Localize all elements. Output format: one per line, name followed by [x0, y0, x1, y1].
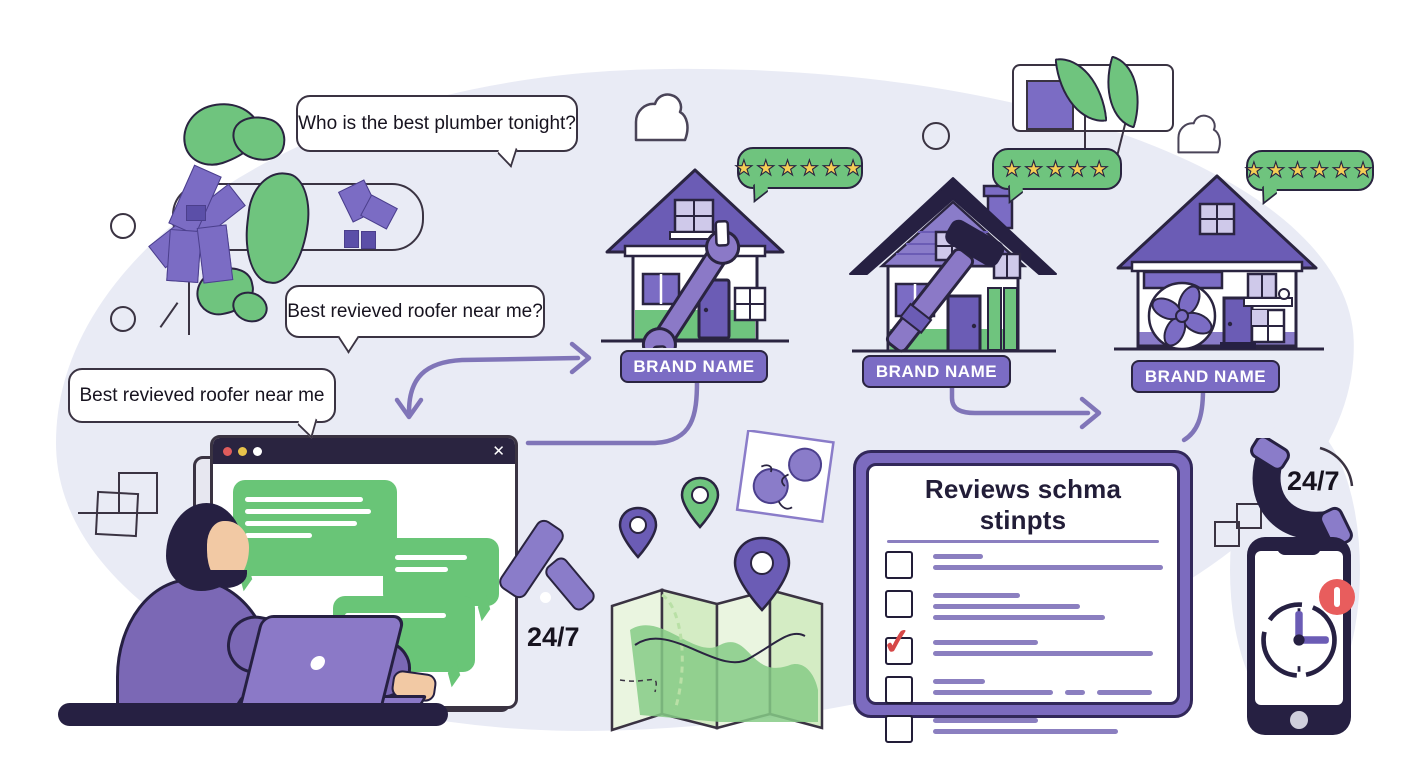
rating-bubble-2: ★★★★★ [992, 148, 1122, 204]
speech-bubble-query1: Who is the best plumber tonight? [296, 95, 578, 168]
circle-decoration [922, 122, 950, 150]
hours-phone-label: 24/7 [1287, 466, 1340, 496]
chat-bubble-tail [447, 660, 461, 688]
text-line [933, 554, 983, 559]
chat-bubble [233, 480, 397, 592]
checkbox[interactable] [885, 715, 913, 743]
text-line [933, 615, 1105, 620]
map-pin-small-purple [618, 506, 658, 559]
window-dot-white[interactable] [253, 446, 262, 456]
small-block [361, 231, 376, 249]
wrench-icon [641, 220, 741, 348]
cloud-icon [1172, 112, 1230, 154]
smartphone-notch [1277, 543, 1321, 555]
cloud-icon [628, 90, 700, 142]
clock-icon [1261, 602, 1337, 678]
text-line [933, 651, 1153, 656]
checkbox-checked[interactable]: ✓ [880, 620, 914, 665]
text-line [933, 593, 1020, 598]
checkmark-icon: ✓ [879, 619, 915, 664]
browser-window: ✕ [210, 435, 518, 709]
fan-icon [1147, 281, 1217, 351]
square-decoration [118, 472, 158, 514]
map-illustration [600, 430, 835, 735]
watch-dot [540, 592, 551, 603]
photo-frame [735, 430, 835, 524]
window-dot-red[interactable] [223, 446, 232, 456]
review-checklist: Reviews schma stinpts ✓ [853, 450, 1193, 743]
circle-decoration [110, 306, 136, 332]
checklist-title: Reviews schma stinpts [924, 474, 1122, 535]
checklist-rule [887, 540, 1159, 543]
brand-name-label-2: BRAND NAME [862, 355, 1011, 388]
chat-bubble-tail [477, 594, 491, 622]
rating-bubble-3: ★★★★★★ [1244, 150, 1376, 205]
star-rating-1: ★★★★★★ [734, 156, 866, 180]
text-line [933, 679, 985, 684]
checklist-row [885, 590, 1161, 626]
checklist-rows: ✓ [880, 551, 1163, 743]
map-pin-green [680, 476, 720, 529]
house-illustration-hvac [1110, 156, 1328, 356]
text-line [933, 729, 1118, 734]
signpost-shape [166, 228, 202, 284]
smartphone [1247, 537, 1355, 735]
close-icon[interactable]: ✕ [492, 442, 505, 460]
square-decoration [1236, 503, 1262, 529]
checkbox[interactable] [885, 590, 913, 618]
person-beard [205, 570, 247, 588]
laptop-screen [238, 615, 406, 709]
checkbox[interactable] [885, 551, 913, 579]
checklist-row: ✓ [880, 620, 1161, 665]
desk [58, 703, 448, 726]
circle-decoration [110, 213, 136, 239]
map-pin-large-purple [733, 536, 791, 612]
text-line [933, 718, 1038, 723]
chat-bubble [383, 538, 499, 622]
query2-text: Best revieved roofer near me? [287, 300, 543, 322]
speech-bubble-query2: Best revieved roofer near me? [285, 285, 545, 354]
rating-bubble-1: ★★★★★★ [734, 147, 866, 203]
checkbox[interactable] [885, 676, 913, 704]
query3-text: Best revieved roofer near me [79, 384, 325, 406]
hammer-icon [885, 219, 1005, 353]
house-illustration-roofer [848, 158, 1060, 358]
phone-handset-icon [1240, 438, 1365, 553]
square-decoration [1214, 521, 1240, 547]
home-button[interactable] [1290, 711, 1308, 729]
query1-text: Who is the best plumber tonight? [298, 112, 576, 134]
text-line [933, 565, 1163, 570]
small-block [344, 230, 359, 248]
text-line [1097, 690, 1152, 695]
star-rating-2: ★★★★★ [1002, 157, 1112, 181]
window-titlebar: ✕ [213, 438, 515, 464]
house-illustration-plumber [595, 148, 795, 348]
small-block [186, 205, 206, 221]
checklist-row [885, 551, 1163, 579]
hours-watch-label: 24/7 [527, 622, 580, 652]
alert-badge-icon [1319, 579, 1355, 615]
text-line [933, 690, 1053, 695]
checklist-row [885, 676, 1161, 704]
brand-name-label-3: BRAND NAME [1131, 360, 1280, 393]
text-line [1065, 690, 1085, 695]
brand-name-label-1: BRAND NAME [620, 350, 768, 383]
text-line [933, 640, 1038, 645]
star-rating-3: ★★★★★★ [1244, 159, 1376, 182]
window-dot-yellow[interactable] [238, 446, 247, 456]
speech-bubble-query3: Best revieved roofer near me [68, 368, 336, 439]
checklist-row [885, 715, 1161, 743]
text-line [933, 604, 1080, 609]
